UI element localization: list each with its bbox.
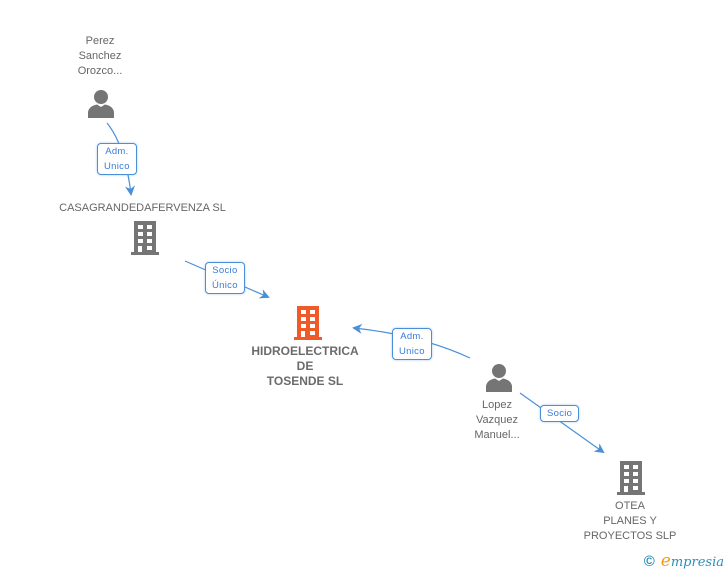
label-line: Sanchez	[78, 50, 122, 62]
edge-lopez-to-otea	[519, 392, 605, 454]
building-icon[interactable]	[129, 221, 161, 255]
copyright-icon: ©	[643, 552, 655, 570]
empresia-logo: empresia	[661, 551, 724, 571]
label-line: HIDROELECTRICA	[251, 344, 359, 358]
label-line: CASAGRANDEDAFERVENZA SL	[59, 202, 226, 214]
label-line: Único	[212, 280, 238, 291]
label-line: Unico	[399, 346, 425, 357]
label-line: OTEA	[615, 500, 645, 512]
label-line: Unico	[104, 161, 130, 172]
logo-text: mpresia	[670, 555, 724, 570]
edge-label-adm-unico[interactable]: Adm. Unico	[392, 328, 432, 360]
person-icon[interactable]	[484, 362, 514, 392]
label-line: DE	[296, 359, 314, 373]
label-line: Vazquez	[476, 414, 518, 426]
node-label-casagrandedafervenza[interactable]: CASAGRANDEDAFERVENZA SL	[40, 201, 245, 216]
label-line: Socio	[212, 265, 238, 276]
person-icon[interactable]	[86, 88, 116, 118]
logo-initial: e	[660, 551, 671, 571]
label-line: Adm.	[400, 331, 424, 342]
building-icon-highlighted[interactable]	[292, 306, 324, 340]
label-line: Manuel...	[474, 429, 520, 441]
edge-label-adm-unico[interactable]: Adm. Unico	[97, 143, 137, 175]
label-line: Lopez	[482, 399, 512, 411]
node-label-lopez[interactable]: Lopez Vazquez Manuel...	[452, 398, 542, 443]
node-label-perez[interactable]: Perez Sanchez Orozco...	[55, 34, 145, 79]
label-line: TOSENDE SL	[266, 374, 344, 388]
label-line: Adm.	[105, 146, 129, 157]
node-label-hidroelectrica-de-tosende[interactable]: HIDROELECTRICA DE TOSENDE SL	[245, 344, 365, 389]
edge-label-socio-unico[interactable]: Socio Único	[205, 262, 245, 294]
label-line: Orozco...	[77, 65, 123, 77]
edge-label-socio[interactable]: Socio	[540, 405, 580, 422]
label-line: PLANES Y	[603, 515, 657, 527]
label-line: PROYECTOS SLP	[583, 530, 677, 542]
building-icon[interactable]	[615, 461, 647, 495]
empresia-watermark: © empresia	[644, 551, 724, 571]
node-label-otea-planes-y-proyectos[interactable]: OTEA PLANES Y PROYECTOS SLP	[570, 499, 690, 544]
label-line: Perez	[85, 35, 115, 47]
label-line: Socio	[547, 408, 573, 419]
